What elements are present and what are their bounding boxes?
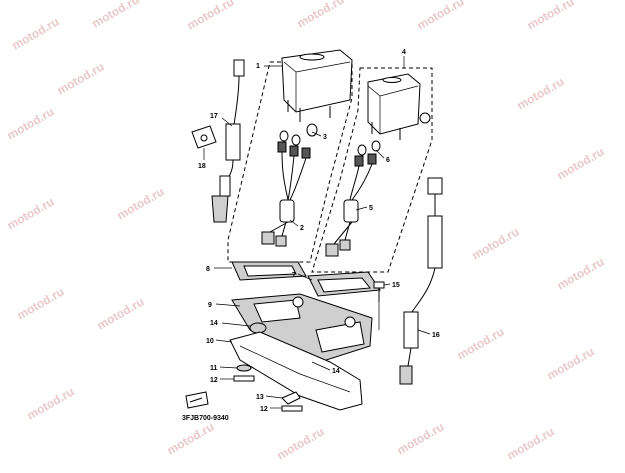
callout-17: 17	[210, 113, 218, 120]
meter-housing-right	[367, 73, 431, 140]
meter-bracket	[231, 293, 373, 363]
bulb-set-right	[325, 140, 381, 257]
diagram-code: 3FJB700-9340	[182, 415, 229, 422]
watermark-text: motod.ru	[95, 294, 147, 332]
watermark-text: motod.ru	[555, 254, 607, 292]
gasket-right	[307, 271, 381, 297]
watermark-text: motod.ru	[15, 284, 67, 322]
leader-lines	[203, 56, 431, 409]
watermark-text: motod.ru	[275, 424, 327, 462]
callout-15: 15	[392, 282, 400, 289]
watermark-text: motod.ru	[470, 224, 522, 262]
callout-14: 14	[210, 320, 218, 327]
watermark-text: motod.ru	[5, 194, 57, 232]
watermark-text: motod.ru	[55, 59, 107, 97]
watermark-text: motod.ru	[515, 74, 567, 112]
watermark-text: motod.ru	[525, 0, 577, 33]
callout-labels: 1 2 3 4 5 6 7 8 9 10 11 12 13 12 14 14 1…	[198, 49, 440, 413]
screw	[233, 375, 255, 382]
meter-housing-left	[281, 49, 353, 122]
callout-6: 6	[386, 157, 390, 164]
callout-12b: 12	[260, 406, 268, 413]
watermark-text: motod.ru	[505, 424, 557, 462]
watermark-text: motod.ru	[185, 0, 237, 33]
front-arrow-icon	[185, 391, 209, 409]
gasket-left	[231, 261, 307, 281]
meter-cover	[229, 331, 363, 411]
callout-1: 1	[256, 63, 260, 70]
callout-13: 13	[256, 394, 264, 401]
clip	[281, 391, 301, 405]
washer	[236, 364, 252, 372]
callout-5: 5	[369, 205, 373, 212]
callout-8: 8	[206, 266, 210, 273]
screw	[281, 405, 303, 412]
bulb-set-left	[261, 123, 318, 247]
callout-2: 2	[300, 225, 304, 232]
watermark-text: motod.ru	[415, 0, 467, 33]
callout-10: 10	[206, 338, 214, 345]
watermark-text: motod.ru	[165, 419, 217, 457]
assembly-outline-4	[311, 67, 433, 273]
watermark-text: motod.ru	[455, 324, 507, 362]
callout-18: 18	[198, 163, 206, 170]
watermark-text: motod.ru	[90, 0, 142, 31]
tachometer-cable-right	[399, 177, 443, 385]
callout-14b: 14	[332, 368, 340, 375]
callout-3: 3	[323, 134, 327, 141]
watermark-text: motod.ru	[555, 144, 607, 182]
cable-clip	[191, 125, 217, 149]
callout-11: 11	[210, 365, 218, 372]
callout-7: 7	[292, 272, 296, 279]
callout-9: 9	[208, 302, 212, 309]
callout-12: 12	[210, 377, 218, 384]
callout-4: 4	[402, 49, 406, 56]
speedometer-cable-left	[211, 59, 245, 223]
watermark-text: motod.ru	[545, 344, 597, 382]
watermark-text: motod.ru	[5, 104, 57, 142]
watermark-text: motod.ru	[295, 0, 347, 31]
watermark-text: motod.ru	[115, 184, 167, 222]
grommet-upper	[249, 322, 267, 334]
callout-16: 16	[432, 332, 440, 339]
watermark-text: motod.ru	[395, 419, 447, 457]
watermark-text: motod.ru	[10, 14, 62, 52]
watermark-text: motod.ru	[25, 384, 77, 422]
